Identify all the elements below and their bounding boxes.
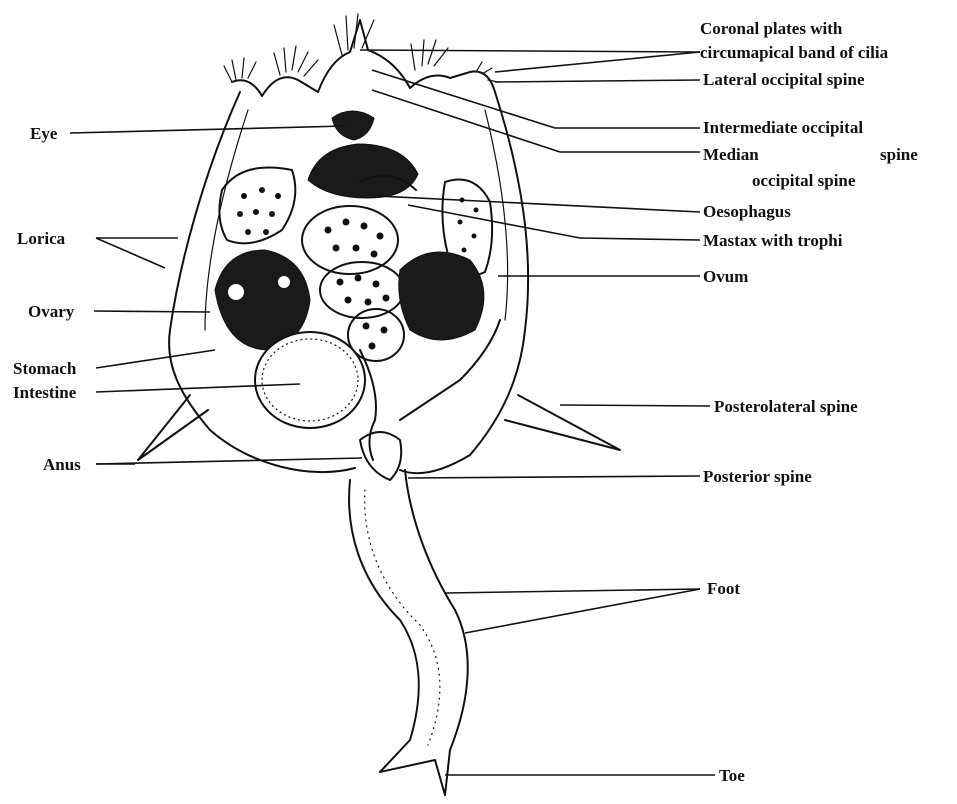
label-spine: spine: [880, 145, 918, 164]
ovary-nucleus: [228, 284, 244, 300]
label-anus: Anus: [43, 455, 81, 474]
label-median: Median: [703, 145, 759, 164]
ovum-egg: [255, 332, 365, 428]
label-coronal-plates-2: circumapical band of cilia: [700, 43, 889, 62]
label-toe: Toe: [719, 766, 745, 785]
ovary-nucleus-2: [278, 276, 290, 288]
posterolateral-spine-right: [505, 395, 620, 450]
label-stomach: Stomach: [13, 359, 77, 378]
left-gland-dots: [237, 187, 281, 235]
label-ovum: Ovum: [703, 267, 748, 286]
label-foot: Foot: [707, 579, 740, 598]
right-dark-mass: [399, 252, 484, 340]
toe: [380, 760, 445, 795]
coronal-plate-outline: [232, 20, 495, 96]
label-lateral-occipital-spine: Lateral occipital spine: [703, 70, 865, 89]
rotifer-illustration: [138, 14, 620, 795]
label-oesophagus: Oesophagus: [703, 202, 791, 221]
label-intermediate-occipital: Intermediate occipital: [703, 118, 863, 137]
label-lorica: Lorica: [17, 229, 66, 248]
foot-annulations: [365, 490, 440, 745]
mastax: [308, 144, 418, 198]
label-ovary: Ovary: [28, 302, 75, 321]
label-mastax-with-trophi: Mastax with trophi: [703, 231, 843, 250]
right-gland-dots: [458, 198, 479, 253]
posterior-spine-region: [360, 432, 401, 480]
foot-outline: [349, 470, 468, 795]
label-intestine: Intestine: [13, 383, 77, 402]
labels: Coronal plates with circumapical band of…: [13, 19, 918, 785]
label-posterior-spine: Posterior spine: [703, 467, 812, 486]
left-gland: [219, 168, 295, 244]
intestine: [360, 320, 500, 460]
label-eye: Eye: [30, 124, 58, 143]
posterolateral-spine-left: [138, 395, 208, 460]
label-coronal-plates-1: Coronal plates with: [700, 19, 843, 38]
label-posterolateral-spine: Posterolateral spine: [714, 397, 858, 416]
label-occipital-spine: occipital spine: [752, 171, 856, 190]
